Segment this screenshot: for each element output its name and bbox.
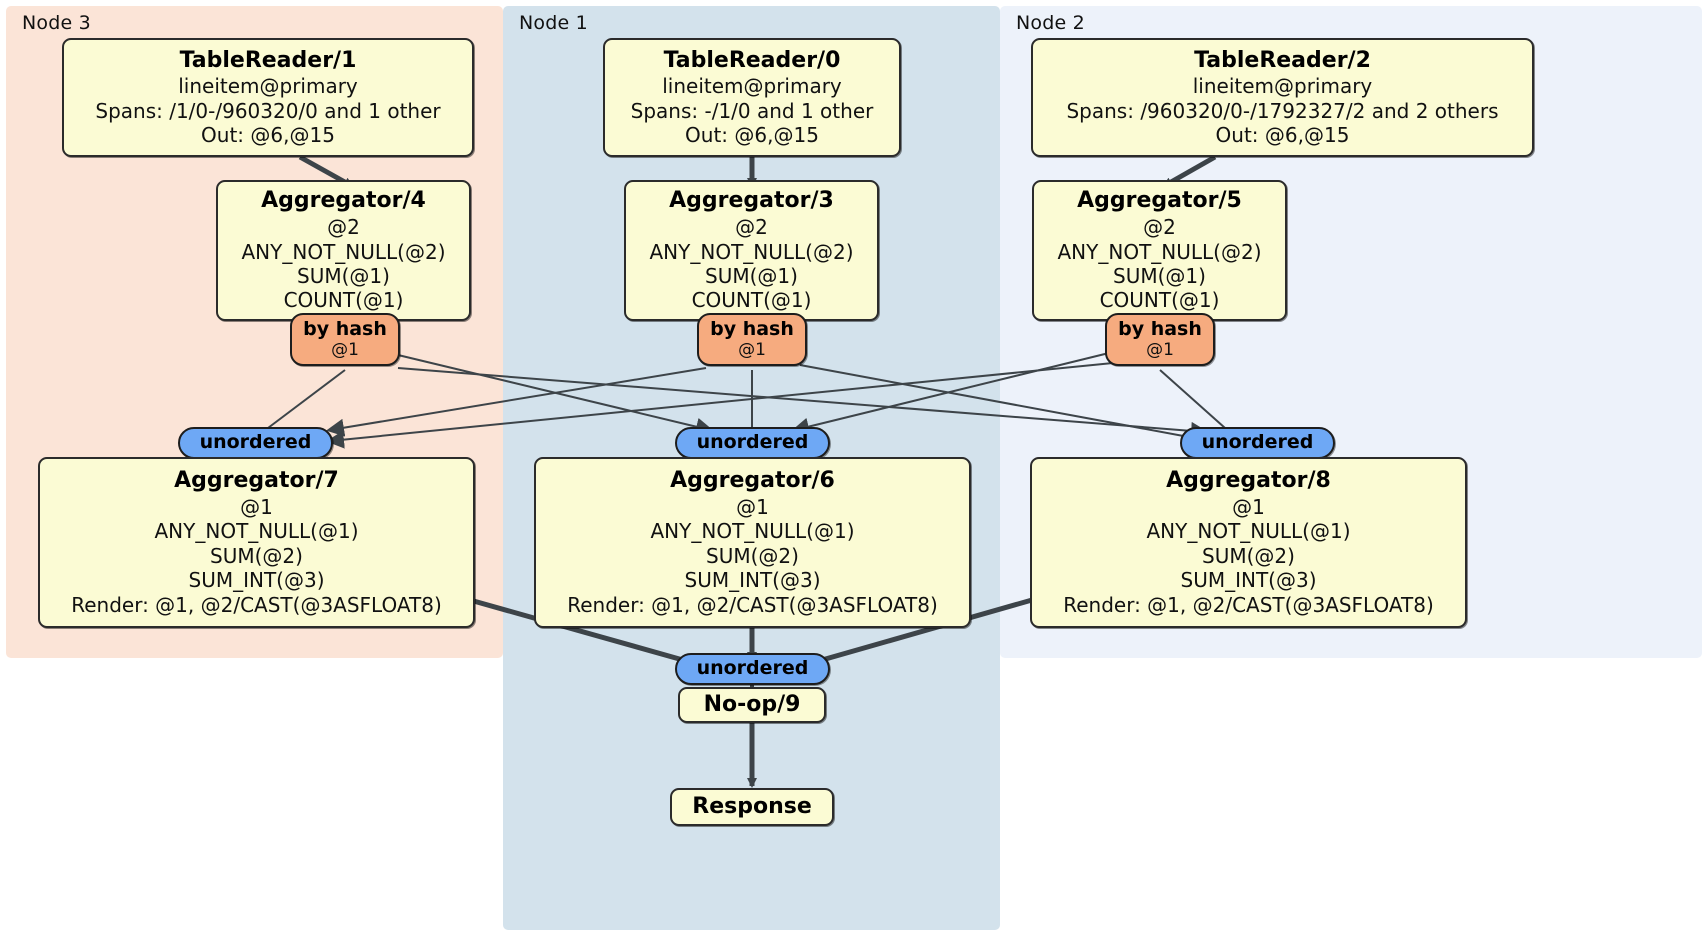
router-unordered-right[interactable]: unordered	[1180, 427, 1335, 459]
processor-line: ANY_NOT_NULL(@1)	[650, 519, 855, 544]
router-sublabel: @1	[738, 339, 766, 360]
processor-line: COUNT(@1)	[691, 288, 812, 313]
processor-line: lineitem@primary	[662, 74, 842, 99]
router-label: unordered	[696, 431, 809, 454]
processor-table-reader-2[interactable]: TableReader/2 lineitem@primary Spans: /9…	[1031, 38, 1534, 157]
processor-line: Spans: -/1/0 and 1 other	[630, 98, 874, 123]
processor-no-op-9[interactable]: No-op/9	[678, 687, 826, 723]
processor-line: SUM(@2)	[1202, 543, 1295, 568]
router-sublabel: @1	[331, 339, 359, 360]
processor-line: SUM_INT(@3)	[684, 568, 821, 593]
processor-line: Spans: /960320/0-/1792327/2 and 2 others	[1066, 98, 1499, 123]
processor-line: @1	[736, 494, 769, 519]
processor-table-reader-0[interactable]: TableReader/0 lineitem@primary Spans: -/…	[603, 38, 901, 157]
processor-line: SUM_INT(@3)	[1180, 568, 1317, 593]
router-by-hash-left[interactable]: by hash @1	[290, 313, 400, 366]
processor-line: @1	[240, 494, 273, 519]
node-label-node2: Node 2	[1016, 12, 1085, 34]
processor-line: SUM(@1)	[705, 263, 798, 288]
processor-line: Out: @6,@15	[685, 123, 819, 148]
router-by-hash-right[interactable]: by hash @1	[1105, 313, 1215, 366]
processor-line: lineitem@primary	[1192, 74, 1373, 99]
processor-line: SUM(@2)	[706, 543, 799, 568]
processor-aggregator-8[interactable]: Aggregator/8 @1 ANY_NOT_NULL(@1) SUM(@2)…	[1030, 457, 1467, 628]
processor-line: ANY_NOT_NULL(@2)	[649, 239, 854, 264]
router-unordered-mid[interactable]: unordered	[675, 427, 830, 459]
processor-title: No-op/9	[703, 691, 801, 717]
processor-line: SUM(@1)	[1113, 263, 1206, 288]
processor-title: Aggregator/6	[670, 468, 835, 494]
processor-line: COUNT(@1)	[1099, 288, 1220, 313]
processor-title: TableReader/2	[1194, 47, 1371, 73]
processor-aggregator-4[interactable]: Aggregator/4 @2 ANY_NOT_NULL(@2) SUM(@1)…	[216, 180, 471, 321]
router-label: by hash	[303, 317, 387, 340]
processor-line: Out: @6,@15	[1215, 123, 1350, 148]
processor-title: Response	[692, 793, 812, 819]
processor-line: @1	[1232, 494, 1265, 519]
router-unordered-final[interactable]: unordered	[675, 653, 830, 685]
processor-aggregator-3[interactable]: Aggregator/3 @2 ANY_NOT_NULL(@2) SUM(@1)…	[624, 180, 879, 321]
processor-aggregator-6[interactable]: Aggregator/6 @1 ANY_NOT_NULL(@1) SUM(@2)…	[534, 457, 971, 628]
processor-table-reader-1[interactable]: TableReader/1 lineitem@primary Spans: /1…	[62, 38, 474, 157]
processor-title: Aggregator/4	[261, 188, 426, 214]
processor-line: @2	[1143, 215, 1176, 240]
processor-line: ANY_NOT_NULL(@1)	[154, 519, 359, 544]
processor-title: TableReader/0	[663, 47, 841, 73]
processor-line: lineitem@primary	[178, 74, 358, 99]
processor-line: ANY_NOT_NULL(@2)	[241, 239, 446, 264]
router-label: by hash	[1118, 317, 1202, 340]
router-sublabel: @1	[1146, 339, 1174, 360]
processor-line: SUM(@1)	[297, 263, 390, 288]
router-label: unordered	[199, 431, 312, 454]
processor-line: COUNT(@1)	[283, 288, 404, 313]
processor-title: TableReader/1	[179, 47, 357, 73]
node-label-node3: Node 3	[22, 12, 91, 34]
processor-aggregator-7[interactable]: Aggregator/7 @1 ANY_NOT_NULL(@1) SUM(@2)…	[38, 457, 475, 628]
processor-title: Aggregator/7	[174, 468, 339, 494]
processor-line: SUM_INT(@3)	[188, 568, 325, 593]
processor-title: Aggregator/3	[669, 188, 834, 214]
processor-line: @2	[327, 215, 360, 240]
processor-line: Render: @1, @2/CAST(@3ASFLOAT8)	[567, 592, 938, 617]
processor-line: Spans: /1/0-/960320/0 and 1 other	[95, 98, 441, 123]
processor-line: Render: @1, @2/CAST(@3ASFLOAT8)	[1063, 592, 1434, 617]
processor-title: Aggregator/8	[1166, 468, 1331, 494]
processor-line: SUM(@2)	[210, 543, 303, 568]
processor-line: Render: @1, @2/CAST(@3ASFLOAT8)	[71, 592, 442, 617]
processor-line: ANY_NOT_NULL(@2)	[1057, 239, 1262, 264]
processor-response[interactable]: Response	[670, 788, 834, 826]
router-by-hash-mid[interactable]: by hash @1	[697, 313, 807, 366]
router-label: unordered	[1201, 431, 1314, 454]
processor-line: @2	[735, 215, 768, 240]
router-label: unordered	[696, 657, 809, 680]
processor-aggregator-5[interactable]: Aggregator/5 @2 ANY_NOT_NULL(@2) SUM(@1)…	[1032, 180, 1287, 321]
processor-title: Aggregator/5	[1077, 188, 1242, 214]
processor-line: ANY_NOT_NULL(@1)	[1146, 519, 1351, 544]
processor-line: Out: @6,@15	[201, 123, 335, 148]
router-label: by hash	[710, 317, 794, 340]
node-label-node1: Node 1	[519, 12, 588, 34]
router-unordered-left[interactable]: unordered	[178, 427, 333, 459]
